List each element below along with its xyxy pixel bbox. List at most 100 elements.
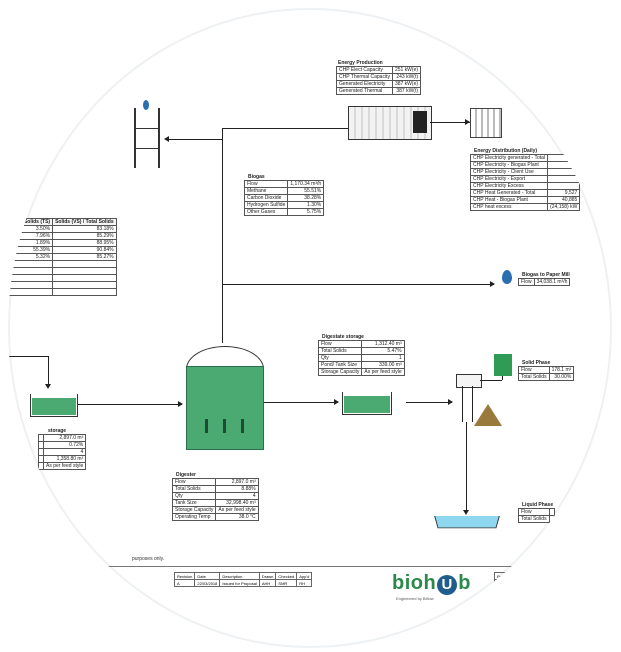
row-value: 178.1 m³ xyxy=(548,366,575,374)
row-label: Generated Thermal xyxy=(336,87,393,95)
row-value: 5.47% xyxy=(361,347,405,355)
row-value: 1,358.80 m³ xyxy=(42,455,87,463)
table-row: Date: xyxy=(494,586,560,594)
cell xyxy=(8,281,54,289)
row-label: Carbon Dioxide xyxy=(243,194,289,202)
row-value: 34,038.1 m³/h xyxy=(533,278,571,286)
row-value: 1.30% xyxy=(287,201,325,209)
cell: 5.32% xyxy=(8,253,54,261)
row-label: Total Solids xyxy=(317,347,363,355)
cell: 85.27% xyxy=(52,253,117,261)
row-label: Storage Capacity xyxy=(171,506,217,514)
chp-engine-icon xyxy=(348,106,432,140)
row-label: Qty xyxy=(171,492,217,500)
row-value: 32,998.40 m³ xyxy=(215,499,259,507)
row-label: CHP Electricity - Export xyxy=(469,175,549,183)
table-row: Title: xyxy=(494,579,560,587)
liquid-lagoon-icon xyxy=(434,516,500,529)
row-value: 55.51% xyxy=(287,187,325,195)
screw-press-separator-icon xyxy=(456,374,482,388)
row-value: 38.28% xyxy=(287,194,325,202)
empty-row xyxy=(8,288,117,296)
row-label: CHP Electricity - Client Use xyxy=(469,168,549,176)
cell xyxy=(52,281,117,289)
revision-header: Checked xyxy=(275,572,298,580)
row-label: CHP Electricity Excess xyxy=(469,182,549,190)
table-row: CHP Electricity Excess xyxy=(469,182,581,190)
row-value xyxy=(547,175,581,183)
project-info-label: Title: xyxy=(494,579,560,587)
cell xyxy=(52,260,117,268)
cell: 88.95% xyxy=(52,239,117,247)
gas-drop-icon xyxy=(502,270,512,284)
cell: 55.39% xyxy=(8,246,54,254)
row-value: 339.00 m³ xyxy=(361,361,405,369)
cell: 83.18% xyxy=(52,225,117,233)
row-value: 1 xyxy=(361,354,405,362)
row-label: Flow xyxy=(518,508,550,516)
row-value: 40,885 xyxy=(547,196,581,204)
row-value: (24,158) kW xyxy=(547,203,581,211)
cell xyxy=(8,274,54,282)
row-label: CHP Heat - Biogas Plant xyxy=(469,196,549,204)
transformer-icon xyxy=(470,108,502,138)
empty-row xyxy=(8,267,117,275)
row-value xyxy=(548,508,555,516)
table-row: 55.39%90.84% xyxy=(8,246,117,254)
revision-header: Date xyxy=(194,572,221,580)
table-row: 3.50%83.18% xyxy=(8,225,117,233)
row-value: 30.00% xyxy=(548,373,575,381)
cell xyxy=(52,274,117,282)
row-value: 5.75% xyxy=(287,208,325,216)
row-value: 9,527 xyxy=(547,189,581,197)
project-info-table: Project Name:Title:Date:Scale: xyxy=(494,572,560,601)
table-row: 7.96%85.29% xyxy=(8,232,117,240)
table-row: 1,358.80 m³ xyxy=(38,455,87,463)
row-label: CHP Elect Capacity xyxy=(336,66,393,74)
cell: 1.89% xyxy=(8,239,54,247)
cell: 3.50% xyxy=(8,225,54,233)
revision-header: Revision xyxy=(173,572,196,580)
solid-phase-title: Solid Phase xyxy=(522,360,551,366)
cell xyxy=(52,288,117,296)
row-value: 4 xyxy=(42,448,87,456)
digestate-tank-icon xyxy=(342,392,392,415)
storage-title: storage xyxy=(48,428,67,434)
row-label: CHP Thermal Capacity xyxy=(336,73,393,81)
revision-cell: Issued for Proposal xyxy=(219,579,260,587)
row-value: 1,170.34 m³/h xyxy=(287,180,325,188)
table-row: 1.89%88.95% xyxy=(8,239,117,247)
table-row: 5.32%85.27% xyxy=(8,253,117,261)
cell: 85.29% xyxy=(52,232,117,240)
liquid-phase-title: Liquid Phase xyxy=(522,502,554,508)
row-value: 2,897.0 m³ xyxy=(215,478,259,486)
solid-phase-icon xyxy=(494,354,512,376)
table-row: Total Solids xyxy=(518,515,555,523)
row-label: Storage Capacity xyxy=(317,368,363,376)
row-value xyxy=(547,161,581,169)
solids-pile-icon xyxy=(474,404,502,426)
row-value xyxy=(547,182,581,190)
cell xyxy=(8,267,54,275)
row-value: 1,312.40 m³ xyxy=(361,340,405,348)
